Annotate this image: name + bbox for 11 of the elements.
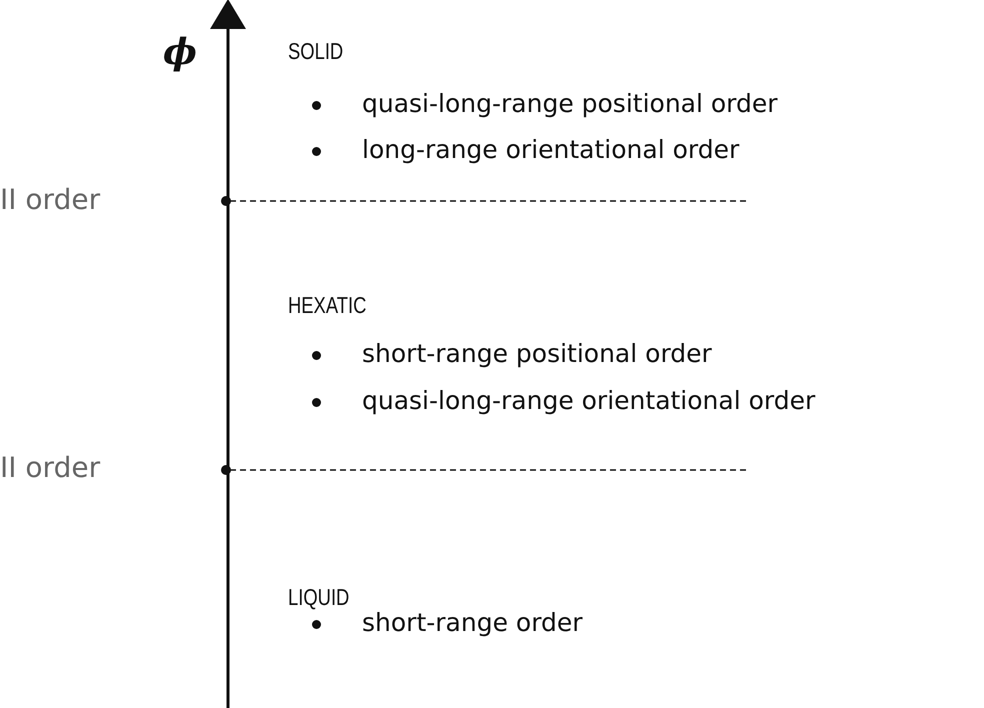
property-text: long-range orientational order	[362, 136, 740, 165]
property-text: quasi-long-range orientational order	[362, 387, 816, 416]
property-text: short-range positional order	[362, 340, 712, 369]
phase-heading: SOLID	[288, 38, 344, 64]
phase-heading: HEXATIC	[288, 292, 366, 318]
axis-label: ϕ	[163, 32, 197, 74]
phase-heading: LIQUID	[288, 584, 350, 610]
property-text: short-range order	[362, 609, 583, 638]
transition-label: II order	[0, 184, 100, 216]
transition-label: II order	[0, 452, 100, 484]
property-text: quasi-long-range positional order	[362, 90, 778, 119]
